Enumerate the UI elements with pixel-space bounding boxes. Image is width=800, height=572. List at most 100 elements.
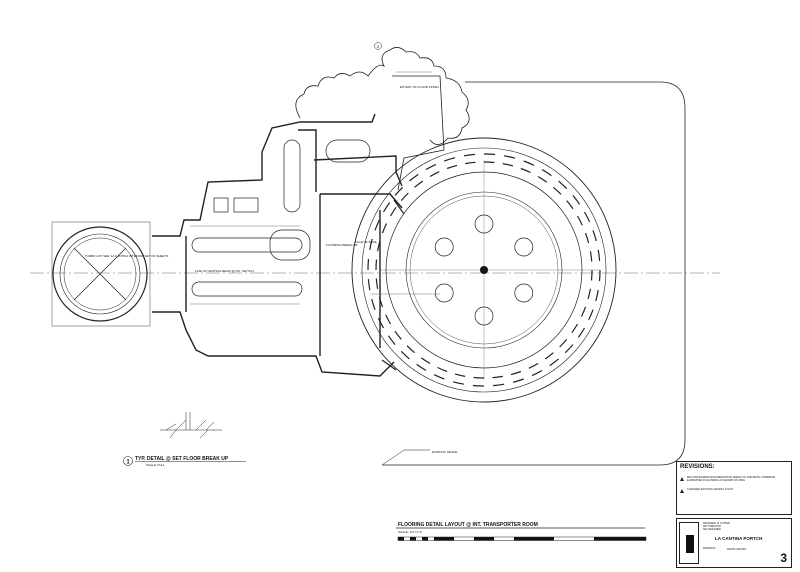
ring-dash-segment xyxy=(512,378,524,383)
ring-dash-segment xyxy=(420,357,431,365)
ring-dash-segment xyxy=(595,289,599,302)
revision-2-text: CHANGED EXISTING GRAPE LAYOUT xyxy=(687,488,734,491)
ring-dash-segment xyxy=(493,383,505,387)
ring-dash-segment xyxy=(510,370,522,376)
detail-number-bubble xyxy=(123,456,133,466)
ring-dash-segment xyxy=(592,230,597,242)
note-extent-of-floor: EXTENT OF FLOOR FINISH xyxy=(400,85,439,89)
detail-1-sketch xyxy=(160,412,222,439)
revision-row-1: RE-CONFIGURED DOCUMENTATION AREAS TO JOI… xyxy=(680,476,791,482)
ring-dash-segment xyxy=(566,200,574,210)
transporter-pad xyxy=(514,283,534,303)
ring-dash-segment xyxy=(483,153,496,156)
drawn-by-name: KEVIN CROSS xyxy=(727,547,747,551)
revision-triangle-icon xyxy=(680,488,684,493)
drawing-title: FLOORING DETAIL LAYOUT @ INT. TRANSPORTE… xyxy=(398,522,538,528)
ring-dash-segment xyxy=(382,202,391,213)
ring-dash-segment xyxy=(587,288,591,300)
tb-line-1: DESIGNER: M. SUTTER xyxy=(703,522,730,525)
detail-scale: SCALE: FULL xyxy=(146,463,165,467)
existing-grade-leader xyxy=(381,449,430,466)
ring-dash-segment xyxy=(452,381,465,385)
ring-dash-segment xyxy=(369,238,373,251)
ring-dash-segment xyxy=(553,186,562,195)
ring-dash-segment xyxy=(463,153,475,157)
set-boundary-line xyxy=(382,81,686,466)
ring-dash-segment xyxy=(503,155,516,159)
ring-dash-segment xyxy=(571,323,579,334)
ring-dash-segment xyxy=(446,164,458,170)
note-turbo-lift: TURBO LIFT SEE 'LA CANTINA INTERIOR' SET… xyxy=(85,254,168,258)
ring-dash-segment xyxy=(389,206,397,217)
ring-dash-segment xyxy=(502,163,514,167)
ring-dash-segment xyxy=(576,215,583,226)
ring-dash-segment xyxy=(374,219,380,231)
ring-dash-segment xyxy=(385,314,392,325)
tb-line-3: SET DESIGNER xyxy=(703,528,721,531)
ring-dash-segment xyxy=(473,376,485,379)
ring-dash-segment xyxy=(375,278,379,289)
transporter-entry xyxy=(381,199,405,371)
revision-row-2: CHANGED EXISTING GRAPE LAYOUT xyxy=(680,488,734,493)
transporter-pad xyxy=(434,237,454,257)
ring-dash-segment xyxy=(483,161,495,164)
ring-dash-segment xyxy=(572,195,581,205)
ring-dash-segment xyxy=(406,345,415,354)
sheet-number: 3 xyxy=(780,551,787,565)
ring-dash-segment xyxy=(414,180,424,188)
ring-dash-segment xyxy=(416,363,427,372)
ring-dash-segment xyxy=(377,317,385,329)
ring-dash-segment xyxy=(375,259,378,271)
ring-dash-segment xyxy=(537,175,548,183)
ring-dash-segment xyxy=(425,163,437,171)
ring-dash-segment xyxy=(400,192,409,201)
detail-number: 1 xyxy=(126,460,130,466)
grade-inner xyxy=(392,75,445,191)
transporter-ring xyxy=(351,137,617,403)
note-existing-grade: EXISTING GRADE xyxy=(432,450,458,454)
ring-dash-segment xyxy=(584,232,590,244)
callout-bubble xyxy=(374,42,382,50)
ring-dash-segment xyxy=(544,352,554,360)
ring-dash-segment xyxy=(394,330,402,340)
ring-dash-segment xyxy=(444,157,456,162)
tb-line-2: ART DIRECTOR xyxy=(703,525,721,528)
revision-1-text: RE-CONFIGURED DOCUMENTATION AREAS TO JOI… xyxy=(687,476,776,482)
transporter-pad xyxy=(434,283,454,303)
turbo-lift xyxy=(51,221,151,327)
revisions-title: REVISIONS: xyxy=(680,464,715,470)
note-central-beam: LINE OF CENTRAL BEAM @ FIN. SET B.N. xyxy=(195,269,255,273)
ring-dash-segment xyxy=(429,171,440,178)
ring-dash-segment xyxy=(387,335,396,345)
detail-callout-number: 2 xyxy=(377,44,380,49)
ring-dash-segment xyxy=(523,160,535,166)
corridor-slots xyxy=(191,139,371,297)
detail-title: TYP. DETAIL @ SET FLOOR BREAK UP xyxy=(135,456,229,462)
ring-dash-segment xyxy=(400,350,410,360)
ring-dash-segment xyxy=(583,211,591,223)
ring-dash-segment xyxy=(598,269,601,282)
ring-dash-segment xyxy=(465,161,476,165)
title-block: DESIGNER: M. SUTTER ART DIRECTOR SET DES… xyxy=(676,518,792,568)
ring-dash-segment xyxy=(588,309,594,321)
ring-dash-segment xyxy=(520,167,531,174)
project-title: LA CANTINA PORTCH xyxy=(715,536,763,541)
ring-dash-segment xyxy=(559,339,568,348)
ring-dash-segment xyxy=(371,298,376,310)
ring-dash-segment xyxy=(454,373,466,377)
ring-dash-segment xyxy=(367,258,370,271)
ring-dash-segment xyxy=(381,223,388,234)
ring-dash-segment xyxy=(580,306,587,317)
ring-dash-segment xyxy=(437,366,448,373)
transporter-pad xyxy=(514,237,534,257)
studio-logo xyxy=(679,522,699,564)
tb-line-4: DRAWN BY xyxy=(703,547,716,550)
revisions-box: REVISIONS: RE-CONFIGURED DOCUMENTATION A… xyxy=(676,461,792,515)
ring-dash-segment xyxy=(472,384,485,387)
ring-dash-segment xyxy=(492,375,503,379)
drawing-scale: SCALE: 1/2"=1'-0" xyxy=(398,530,422,534)
ring-dash-segment xyxy=(531,369,543,377)
scale-bar xyxy=(397,536,647,541)
ring-dash-segment xyxy=(590,269,593,281)
